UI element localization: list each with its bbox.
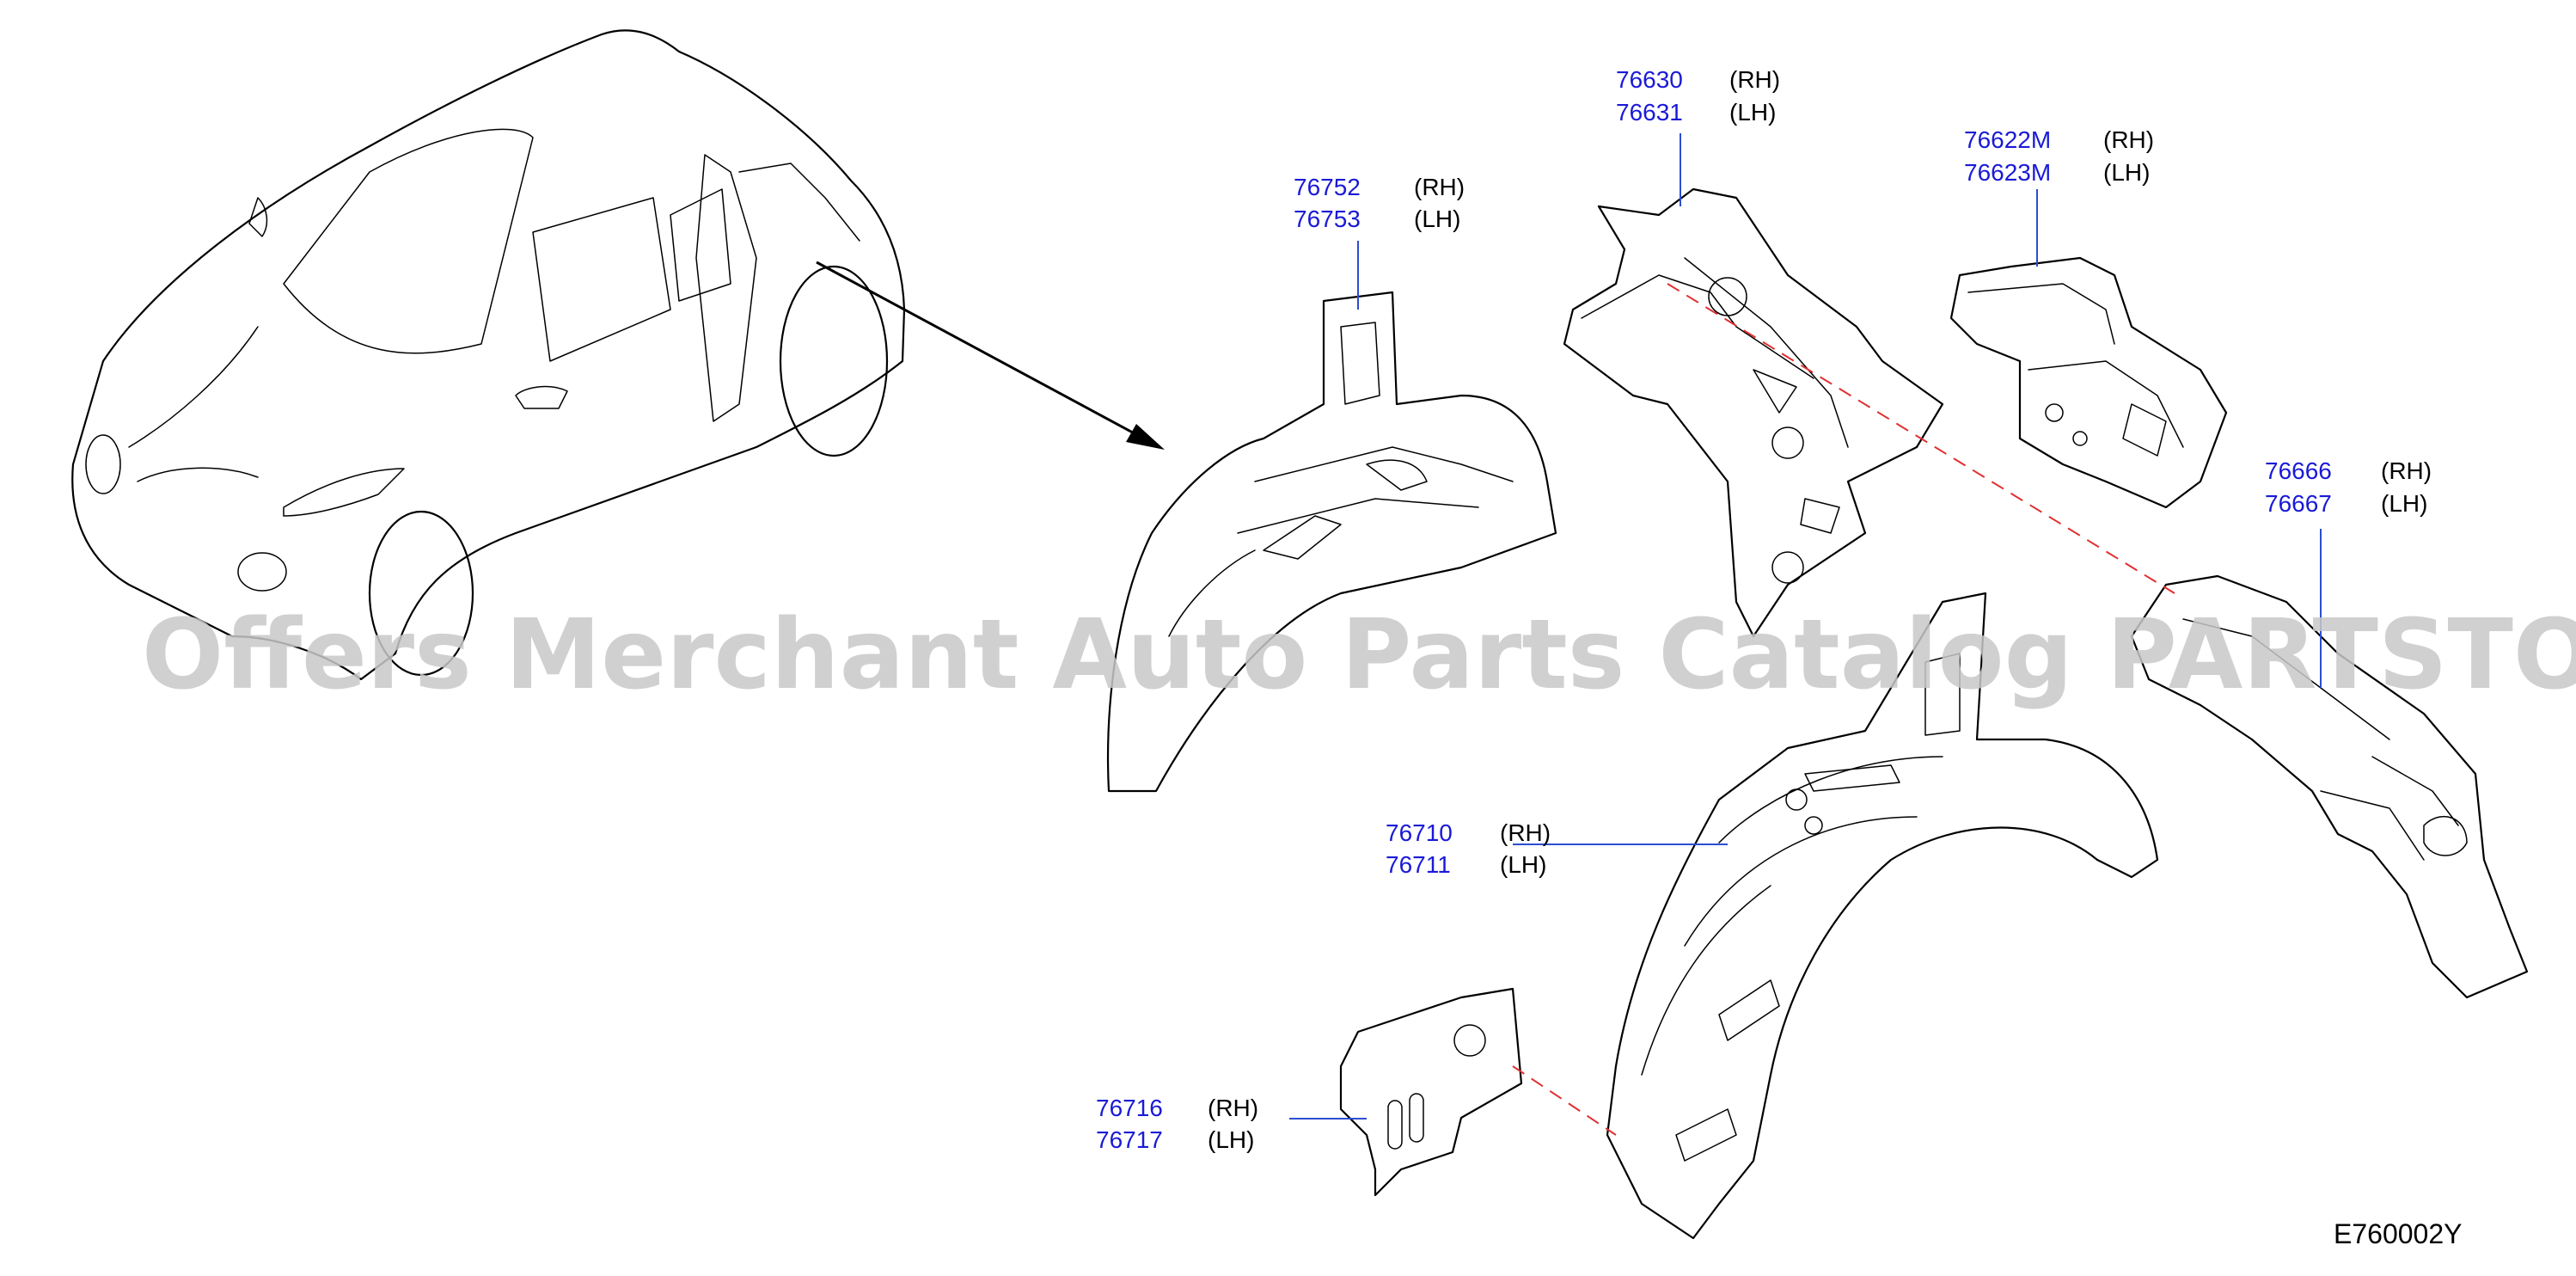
- side-label-lh: (LH): [1500, 851, 1546, 878]
- side-label-lh: (LH): [1414, 206, 1460, 232]
- part-number-76752[interactable]: 76752: [1294, 174, 1361, 200]
- side-label-lh: (LH): [2103, 159, 2150, 186]
- part-76666-rear-rail[interactable]: [2130, 574, 2529, 999]
- callout-76630-76631: 76630 (RH) 76631 (LH): [1616, 66, 1780, 126]
- part-76630-pillar-inner[interactable]: [1563, 187, 1944, 638]
- side-label-lh: (LH): [1208, 1126, 1254, 1153]
- callout-76622m-76623m: 76622M (RH) 76623M (LH): [1964, 126, 2154, 186]
- diagram-id: E760002Y: [2334, 1218, 2462, 1249]
- part-number-76753[interactable]: 76753: [1294, 206, 1361, 232]
- leader-lines: [1289, 133, 2322, 1136]
- part-76710-wheelhouse-outer[interactable]: [1606, 592, 2159, 1240]
- vehicle-illustration: [71, 29, 1165, 681]
- watermark-text: Offers Merchant Auto Parts Catalog PARTS…: [142, 599, 2576, 711]
- part-number-76631[interactable]: 76631: [1616, 99, 1683, 126]
- part-number-76710[interactable]: 76710: [1386, 819, 1453, 846]
- part-number-76716[interactable]: 76716: [1096, 1095, 1163, 1121]
- callout-76666-76667: 76666 (RH) 76667 (LH): [2265, 457, 2432, 517]
- part-number-76622m[interactable]: 76622M: [1964, 126, 2051, 153]
- side-label-rh: (RH): [1208, 1095, 1258, 1121]
- callout-76716-76717: 76716 (RH) 76717 (LH): [1096, 1095, 1258, 1153]
- side-label-rh: (RH): [1414, 174, 1465, 200]
- side-label-rh: (RH): [2381, 457, 2432, 484]
- side-label-rh: (RH): [1729, 66, 1780, 93]
- part-number-76623m[interactable]: 76623M: [1964, 159, 2051, 186]
- side-label-rh: (RH): [1500, 819, 1551, 846]
- side-label-lh: (LH): [2381, 490, 2427, 517]
- part-number-76717[interactable]: 76717: [1096, 1126, 1163, 1153]
- part-76716-plate[interactable]: [1339, 987, 1523, 1197]
- callout-76752-76753: 76752 (RH) 76753 (LH): [1294, 174, 1465, 232]
- part-number-76667[interactable]: 76667: [2265, 490, 2332, 517]
- part-number-76666[interactable]: 76666: [2265, 457, 2332, 484]
- part-76622m-rear-corner[interactable]: [1949, 256, 2228, 509]
- callout-76710-76711: 76710 (RH) 76711 (LH): [1386, 819, 1551, 878]
- part-number-76630[interactable]: 76630: [1616, 66, 1683, 93]
- part-number-76711[interactable]: 76711: [1386, 851, 1451, 878]
- side-label-lh: (LH): [1729, 99, 1776, 126]
- side-label-rh: (RH): [2103, 126, 2154, 153]
- part-76752-wheelhouse-upper[interactable]: [1106, 291, 1557, 793]
